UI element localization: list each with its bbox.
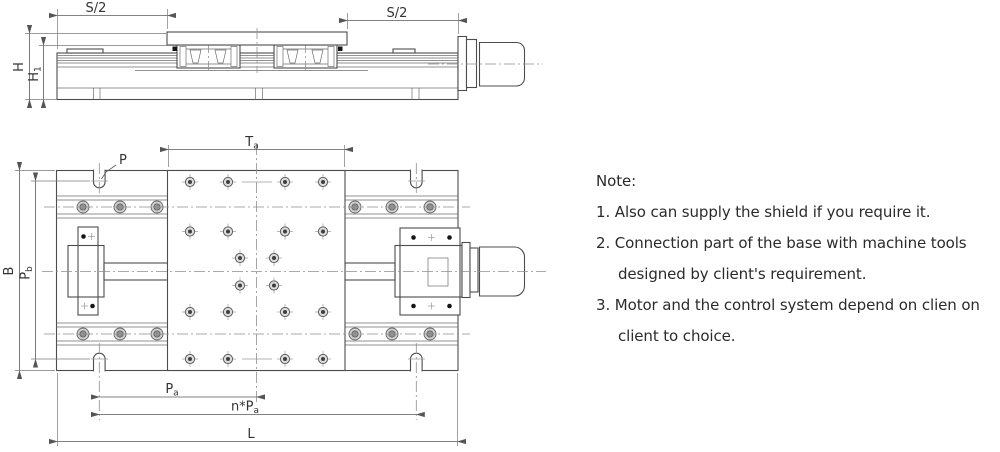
notes-title: Note: [596, 172, 637, 190]
side-seal-right [338, 46, 343, 51]
dim-b: B [2, 162, 55, 379]
dim-l: L [49, 373, 466, 446]
note-line-2b: designed by client's requirement. [618, 265, 867, 283]
notes-block: Note: 1. Also can supply the shield if y… [596, 166, 1000, 352]
dim-label-pb: Pb [19, 266, 36, 280]
side-carriage-right [273, 42, 338, 71]
side-left-bearing-cap [66, 48, 104, 54]
dim-label-h-inner: H1 [27, 66, 44, 82]
dim-label-p: P [119, 153, 127, 168]
side-carriage-left [176, 42, 241, 71]
note-line-1: 1. Also can supply the shield if you req… [596, 203, 931, 221]
dim-label-h-outer: H [12, 62, 27, 72]
side-motor [428, 35, 543, 92]
dim-label-n-pa: n*Pa [231, 400, 259, 417]
top-view: Ta P B Pb Pa n*Pa L [2, 135, 546, 446]
side-right-bearing-cap [392, 48, 416, 54]
dim-pa: Pa [91, 382, 265, 400]
dim-label-pa: Pa [165, 382, 178, 399]
side-base [56, 52, 459, 101]
dim-s2-left: S/2 [49, 1, 176, 49]
side-view: S/2 S/2 H H1 [12, 1, 543, 108]
side-seal-left [172, 46, 177, 51]
dim-n-pa: n*Pa [91, 400, 425, 418]
dim-label-ta: Ta [244, 135, 258, 152]
note-line-2: 2. Connection part of the base with mach… [596, 234, 967, 252]
dim-label-l: L [247, 427, 255, 442]
centerlines [42, 144, 546, 420]
dim-s2-right: S/2 [339, 6, 467, 34]
dim-pb: Pb [19, 172, 90, 368]
dim-label-b: B [2, 267, 17, 276]
note-line-3b: client to choice. [618, 327, 736, 345]
dim-ta: Ta [160, 135, 353, 167]
dim-label-s2-right: S/2 [387, 6, 408, 21]
dim-label-s2-left: S/2 [86, 1, 107, 16]
note-line-3: 3. Motor and the control system depend o… [596, 296, 980, 314]
dim-p-leader: P [101, 153, 127, 180]
dim-h-inner: H1 [27, 37, 176, 108]
